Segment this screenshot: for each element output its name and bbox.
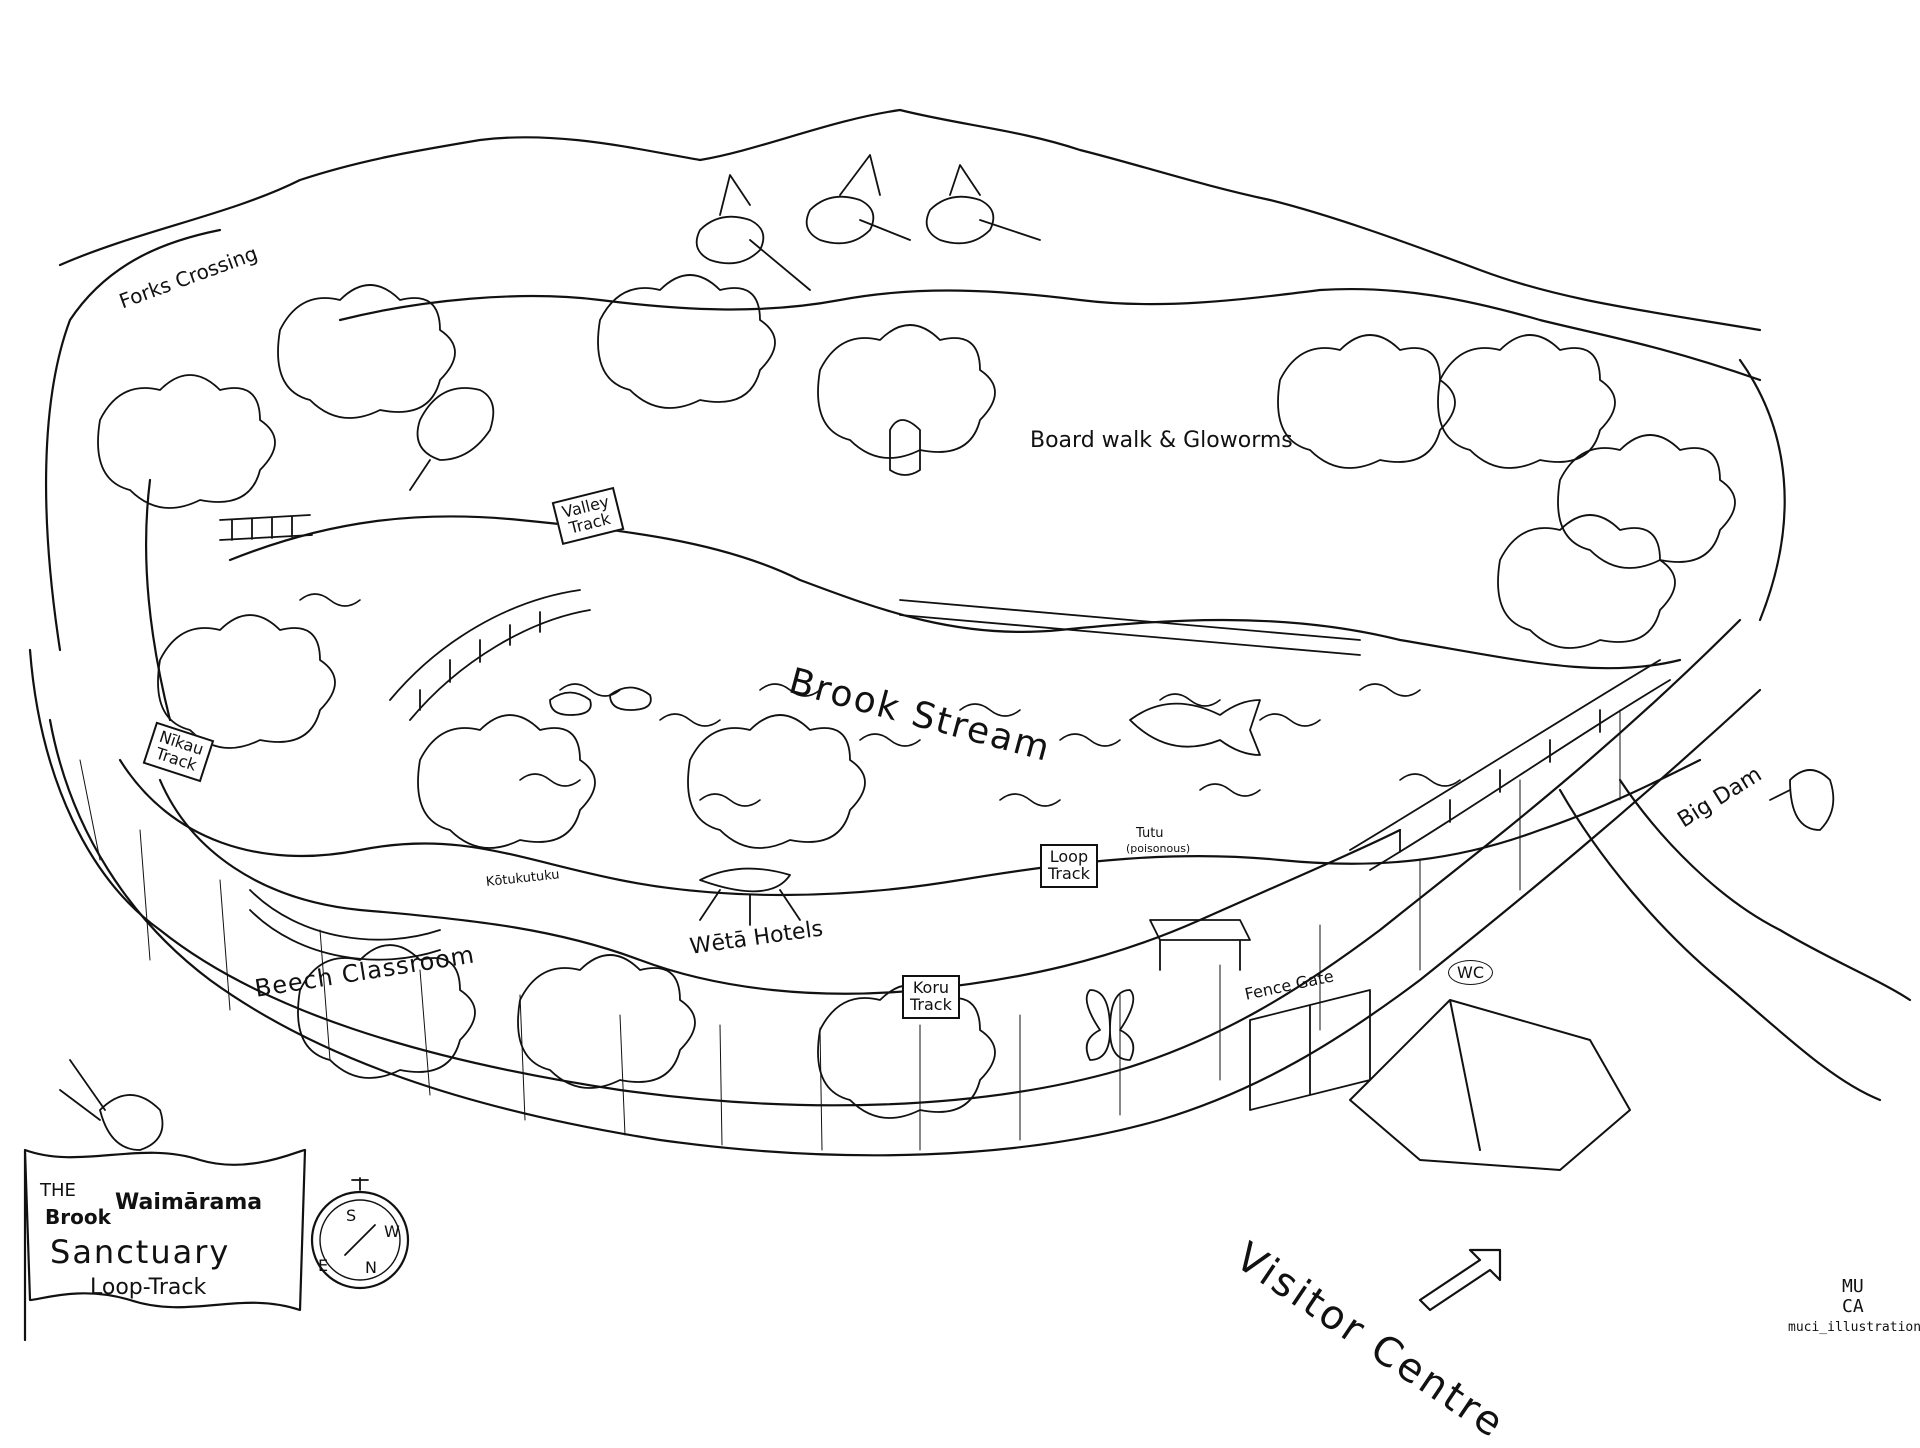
sign-koru-track: Koru Track <box>902 975 960 1019</box>
stream-outflow <box>1558 778 1912 1102</box>
label-tutu-poisonous: (poisonous) <box>1126 842 1191 855</box>
compass-w: W <box>384 1222 400 1241</box>
sign-loop-line2: Track <box>1048 863 1090 883</box>
fantail-bird <box>59 1059 164 1151</box>
bridge-big-dam <box>1349 659 1671 871</box>
beech-classroom-deck <box>249 889 441 961</box>
sanctuary-map <box>23 108 1912 1342</box>
kaka-birds <box>695 154 1041 291</box>
fence-mesh <box>79 709 1621 1151</box>
compass-e: E <box>318 1256 329 1275</box>
compass-dial <box>310 1190 410 1290</box>
label-wc: WC <box>1448 960 1493 985</box>
label-boardwalk-gloworms: Board walk & Gloworms <box>1030 428 1293 453</box>
visitor-centre-arrow <box>1418 1248 1502 1312</box>
bridge-main <box>389 589 591 721</box>
compass-needle <box>344 1177 376 1256</box>
butterfly <box>1085 989 1135 1061</box>
title-line-the: THE <box>40 1180 76 1201</box>
forest-canopy <box>97 274 1736 1119</box>
credit-logo-bottom: CA <box>1842 1296 1864 1317</box>
title-line-loop-track: Loop-Track <box>90 1275 207 1300</box>
fence-gate <box>1249 989 1371 1111</box>
mountain-ridge-back <box>58 108 1762 332</box>
sign-loop-line1: Loop <box>1049 847 1089 866</box>
perimeter-fence <box>28 618 1742 1107</box>
sanctuary-boundary <box>45 228 1786 652</box>
stream-bank-south <box>118 758 1702 897</box>
visitor-centre-building <box>1349 999 1631 1171</box>
title-line-brook: Brook <box>45 1205 111 1229</box>
sign-loop-track: Loop Track <box>1040 844 1098 888</box>
sign-koru-line2: Track <box>910 994 952 1014</box>
title-banner <box>23 1148 307 1342</box>
title-line-waimarama: Waimārama <box>115 1190 263 1215</box>
trout-fish <box>1129 699 1261 756</box>
compass-n: N <box>365 1258 377 1277</box>
sign-koru-line1: Koru <box>912 978 950 997</box>
weta-insect <box>699 867 801 926</box>
bridge-forks <box>219 514 313 541</box>
label-tutu: Tutu <box>1136 826 1164 841</box>
kingfisher-bird <box>1769 769 1835 831</box>
water-ripples <box>299 593 1461 807</box>
credit-handle: muci_illustration <box>1788 1320 1920 1335</box>
mountain-ridge-front <box>338 287 1762 382</box>
tui-bird <box>409 387 495 491</box>
picnic-table <box>1149 919 1251 971</box>
title-line-sanctuary: Sanctuary <box>50 1233 231 1271</box>
ducks <box>549 686 652 716</box>
compass-s: S <box>346 1206 357 1225</box>
morepork-owl <box>889 419 921 476</box>
boardwalk-deck <box>899 599 1361 656</box>
loop-track-path <box>158 778 1402 995</box>
credit-logo-top: MU <box>1842 1276 1864 1297</box>
stream-bank-north <box>228 515 1682 670</box>
